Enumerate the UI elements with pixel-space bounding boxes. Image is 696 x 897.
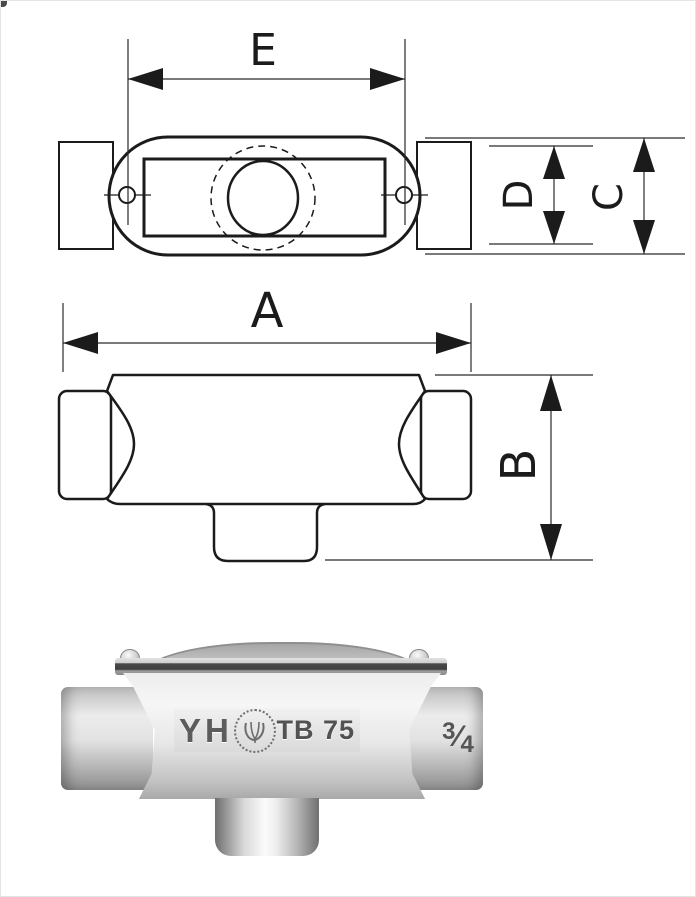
- arrowhead-up-icon: [540, 375, 562, 411]
- dimension-d: D: [489, 145, 593, 245]
- dimension-b: B: [325, 374, 593, 561]
- arrowhead-right-icon: [370, 68, 405, 90]
- plan-screw-hole-left: [118, 186, 136, 204]
- dimension-e: E: [127, 25, 406, 225]
- plan-left-pipe: [58, 141, 114, 250]
- arrowhead-down-icon: [543, 211, 565, 244]
- side-body-outline: [105, 373, 427, 506]
- dimension-label-d: D: [496, 180, 542, 211]
- arrowhead-down-icon: [540, 524, 562, 560]
- arrowhead-left-icon: [63, 332, 98, 354]
- dimension-label-a: A: [251, 283, 284, 339]
- arrowhead-up-icon: [633, 138, 655, 172]
- arrowhead-left-icon: [128, 68, 163, 90]
- plan-screw-hole-right: [395, 186, 413, 204]
- plan-bore: [226, 159, 300, 237]
- side-view-drawing: [57, 373, 473, 563]
- side-bottom-spout: [205, 502, 326, 563]
- arrowhead-up-icon: [543, 146, 565, 179]
- dimension-label-b: B: [491, 449, 547, 482]
- dimension-a: A: [62, 283, 472, 372]
- arrowhead-right-icon: [436, 332, 471, 354]
- plan-hidden-circle: [210, 145, 316, 251]
- side-left-hub: [57, 389, 113, 501]
- dimension-label-c: C: [586, 183, 632, 211]
- top-view-drawing: [58, 135, 472, 257]
- scan-artifact: [1, 1, 7, 7]
- dimension-c: C: [425, 137, 685, 255]
- side-right-hub: [419, 389, 473, 501]
- arrowhead-down-icon: [633, 220, 655, 254]
- dimension-label-e: E: [249, 25, 277, 76]
